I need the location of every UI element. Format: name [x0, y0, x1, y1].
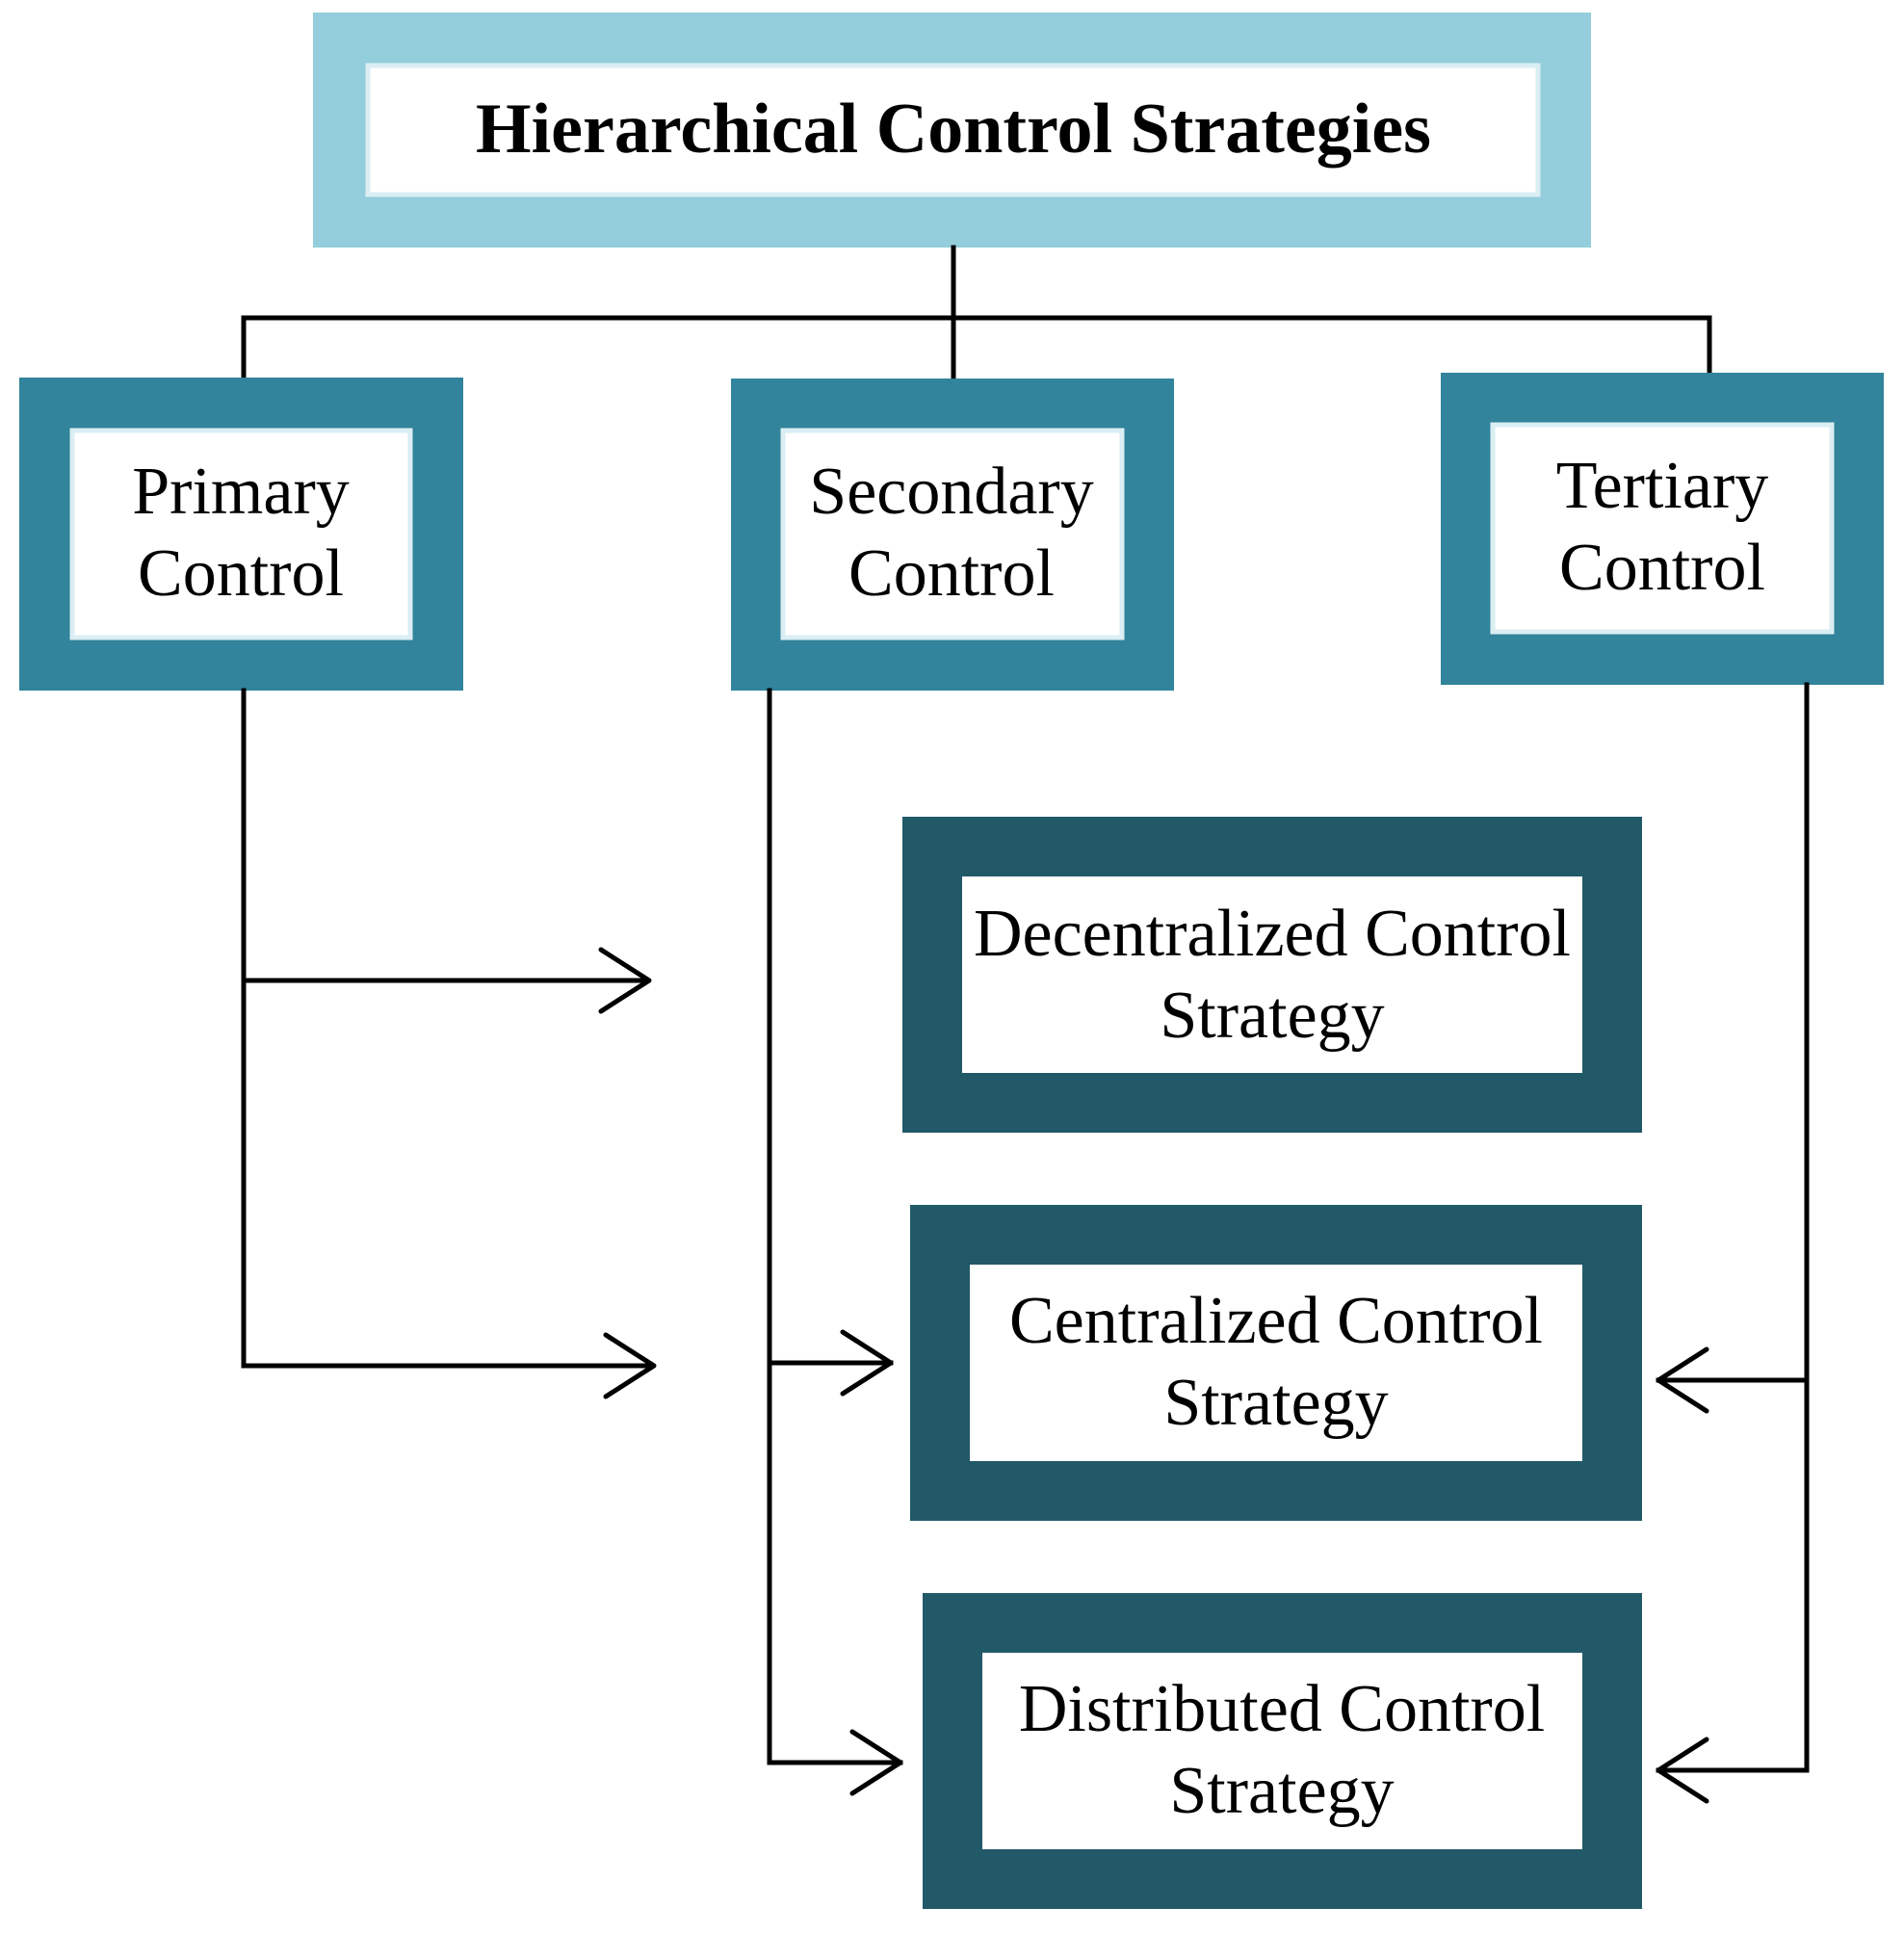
distributed-inner — [982, 1653, 1582, 1849]
secondary-to-centralized-arrowhead — [840, 1329, 894, 1397]
tertiary-label-line2: Control — [1559, 531, 1765, 605]
secondary-label-line1: Secondary — [809, 455, 1093, 529]
secondary-to-distributed-arrowhead — [849, 1729, 903, 1796]
distributed-label-line2: Strategy — [1169, 1754, 1394, 1828]
centralized-inner — [970, 1265, 1582, 1461]
tertiary-connectors — [1656, 682, 1810, 1804]
tertiary-to-centralized-arrowhead — [1656, 1346, 1709, 1414]
secondary-label-line2: Control — [848, 536, 1055, 611]
diagram-title: Hierarchical Control Strategies — [476, 90, 1431, 169]
secondary-inner — [780, 428, 1125, 640]
centralized-label-line1: Centralized Control — [1009, 1284, 1543, 1358]
secondary-connectors — [767, 688, 903, 1796]
tree-connectors — [241, 245, 1712, 383]
decentralized-label-line2: Strategy — [1160, 979, 1384, 1053]
strategy-box-distributed: Distributed Control Strategy — [923, 1593, 1642, 1909]
level-box-secondary: Secondary Control — [731, 379, 1174, 691]
decentralized-label-line1: Decentralized Control — [974, 897, 1571, 971]
primary-arrow-upper-head — [598, 947, 652, 1014]
primary-arrow-lower-head — [603, 1332, 657, 1399]
primary-connectors — [241, 688, 657, 1399]
level-box-tertiary: Tertiary Control — [1441, 373, 1884, 685]
strategy-box-centralized: Centralized Control Strategy — [910, 1205, 1642, 1521]
centralized-label-line2: Strategy — [1163, 1366, 1388, 1440]
title-box: Hierarchical Control Strategies — [313, 13, 1591, 248]
tertiary-inner — [1490, 422, 1835, 635]
primary-label-line2: Control — [138, 536, 344, 611]
strategy-box-decentralized: Decentralized Control Strategy — [902, 817, 1642, 1133]
primary-inner — [69, 428, 413, 640]
tertiary-to-distributed-arrowhead — [1656, 1737, 1709, 1804]
title-inner — [365, 63, 1541, 197]
distributed-label-line1: Distributed Control — [1019, 1672, 1545, 1746]
tertiary-label-line1: Tertiary — [1556, 449, 1769, 523]
decentralized-inner — [962, 876, 1582, 1073]
level-box-primary: Primary Control — [19, 378, 463, 691]
primary-label-line1: Primary — [132, 455, 350, 529]
